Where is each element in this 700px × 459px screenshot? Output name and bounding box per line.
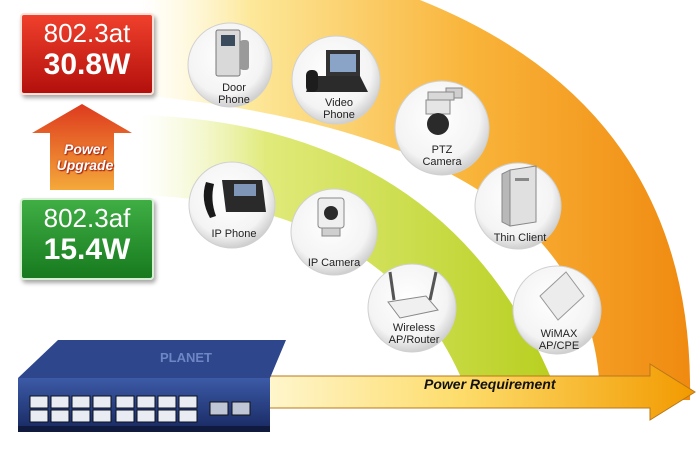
rj45-port <box>92 409 112 423</box>
rj45-port <box>136 409 156 423</box>
rj45-port <box>50 395 70 409</box>
video-phone-circle <box>291 35 381 125</box>
thin-client-icon <box>501 165 537 227</box>
at-power-band <box>140 0 691 400</box>
rj45-port <box>29 395 49 409</box>
ip-camera-icon <box>317 197 345 237</box>
video-phone-label: Video Phone <box>323 97 355 121</box>
rj45-port <box>136 395 156 409</box>
upgrade-line-1: Power <box>63 141 106 157</box>
rj45-port <box>115 395 135 409</box>
ip-camera-label: IP Camera <box>307 257 361 269</box>
power-upgrade-arrow <box>32 104 132 190</box>
ptz-camera-icon <box>425 87 463 135</box>
802-3at-badge: 802.3at 30.8W <box>20 13 154 95</box>
power-upgrade-label: Power Upgrade <box>36 141 134 173</box>
af-standard-name: 802.3af <box>43 203 131 233</box>
rj45-port <box>157 409 177 423</box>
af-power-value: 15.4W <box>43 233 131 266</box>
video-phone-icon <box>306 50 368 92</box>
wireless-router-circle <box>367 263 457 353</box>
rj45-port <box>92 395 112 409</box>
wimax-cpe-icon <box>539 271 585 321</box>
ip-camera-circle <box>290 188 378 276</box>
rj45-port <box>157 395 177 409</box>
power-requirement-arrow <box>229 363 696 421</box>
wimax-cpe-label: WiMAX AP/CPE <box>538 328 580 352</box>
door-phone-circle <box>187 22 273 108</box>
802-3af-badge: 802.3af 15.4W <box>20 198 154 280</box>
at-standard-name: 802.3at <box>43 18 131 48</box>
ptz-camera-label: PTZ Camera <box>422 144 462 168</box>
door-phone-label: Door Phone <box>218 82 250 106</box>
thin-client-circle <box>474 162 562 250</box>
ptz-camera-circle <box>394 80 490 176</box>
upgrade-line-2: Upgrade <box>56 157 114 173</box>
door-phone-icon <box>215 29 249 77</box>
switch-ports <box>29 395 198 423</box>
ip-phone-label: IP Phone <box>211 228 257 240</box>
switch-brand-text: PLANET <box>160 350 212 365</box>
rj45-port <box>71 395 91 409</box>
rj45-port <box>50 409 70 423</box>
sfp-slots <box>209 401 251 416</box>
power-requirement-label: Power Requirement <box>424 376 556 392</box>
wireless-router-label: Wireless AP/Router <box>388 322 440 346</box>
ip-phone-circle <box>188 161 276 249</box>
wimax-cpe-circle <box>512 265 602 355</box>
rj45-port <box>29 409 49 423</box>
ip-phone-icon <box>203 180 266 218</box>
rj45-port <box>178 409 198 423</box>
rj45-port <box>71 409 91 423</box>
thin-client-label: Thin Client <box>493 232 547 244</box>
router-icon <box>387 271 439 319</box>
rj45-port <box>178 395 198 409</box>
at-power-value: 30.8W <box>43 48 131 81</box>
rj45-port <box>115 409 135 423</box>
